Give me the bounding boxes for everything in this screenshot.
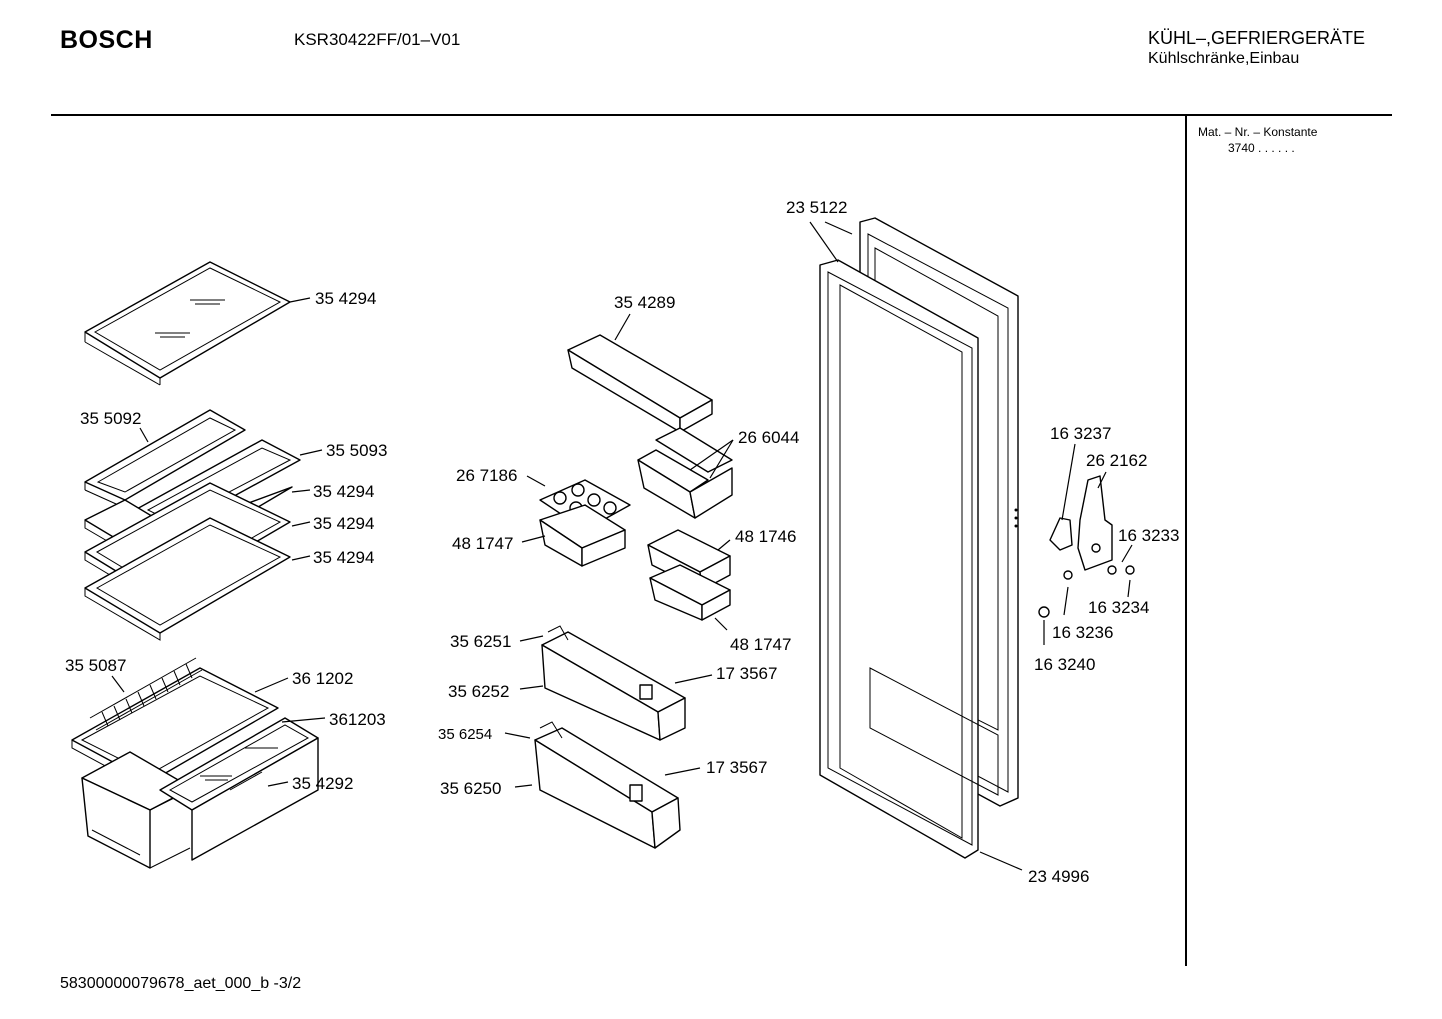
part-label: 26 7186	[456, 466, 517, 485]
header-divider	[51, 114, 1392, 116]
part-label: 17 3567	[716, 664, 777, 683]
part-label: 16 3233	[1118, 526, 1179, 545]
butter-compartment	[567, 334, 713, 433]
part-label: 35 4294	[313, 482, 374, 501]
document-id: 58300000079678_aet_000_b -3/2	[60, 975, 302, 992]
part-label: 35 6252	[448, 682, 509, 701]
door-bin-small-upper	[637, 427, 733, 519]
part-label: 35 5092	[80, 409, 141, 428]
part-label: 35 5093	[326, 441, 387, 460]
part-label: 16 3234	[1088, 598, 1149, 617]
door-bin-large-lower	[534, 721, 681, 849]
part-label: 48 1747	[452, 534, 513, 553]
glass-shelf-4	[84, 517, 291, 641]
leader-lines	[111, 221, 1133, 871]
sidebar-divider	[1185, 116, 1187, 966]
part-label: 16 3237	[1050, 424, 1111, 443]
door-bin-egg	[539, 504, 626, 567]
part-labels: 35 4294 35 5092 35 5093 35 4294 35 4294 …	[65, 198, 1179, 886]
part-label: 26 2162	[1086, 451, 1147, 470]
brand-logo: BOSCH	[60, 26, 153, 54]
part-label: 23 4996	[1028, 867, 1089, 886]
part-label: 35 6254	[438, 726, 492, 743]
part-label: 35 6250	[440, 779, 501, 798]
part-label: 48 1747	[730, 635, 791, 654]
part-label: 35 4289	[614, 293, 675, 312]
part-label: 35 4294	[313, 514, 374, 533]
door-gasket	[819, 259, 999, 859]
door-bin-small-lower	[647, 529, 731, 621]
mat-nr-label: Mat. – Nr. – Konstante	[1198, 125, 1318, 139]
split-shelf-left	[84, 409, 246, 509]
door-bin-large-upper	[541, 625, 686, 741]
glass-shelf-top	[84, 261, 291, 386]
part-label: 361203	[329, 710, 386, 729]
part-label: 35 4292	[292, 774, 353, 793]
part-label: 26 6044	[738, 428, 799, 447]
category-subtitle: Kühlschränke,Einbau	[1148, 50, 1300, 67]
model-number: KSR30422FF/01–V01	[294, 30, 461, 49]
part-label: 17 3567	[706, 758, 767, 777]
part-label: 35 4294	[315, 289, 376, 308]
part-label: 16 3236	[1052, 623, 1113, 642]
part-label: 23 5122	[786, 198, 847, 217]
part-label: 48 1746	[735, 527, 796, 546]
part-label: 35 6251	[450, 632, 511, 651]
part-label: 35 5087	[65, 656, 126, 675]
mat-nr-value: 3740 . . . . . .	[1228, 141, 1295, 155]
crisper-glass-cover	[159, 717, 319, 861]
crisper-drawer	[81, 751, 193, 869]
category-title: KÜHL–,GEFRIERGERÄTE	[1148, 28, 1366, 48]
hinge-bracket	[1038, 475, 1135, 618]
part-label: 35 4294	[313, 548, 374, 567]
part-label: 36 1202	[292, 669, 353, 688]
part-label: 16 3240	[1034, 655, 1095, 674]
